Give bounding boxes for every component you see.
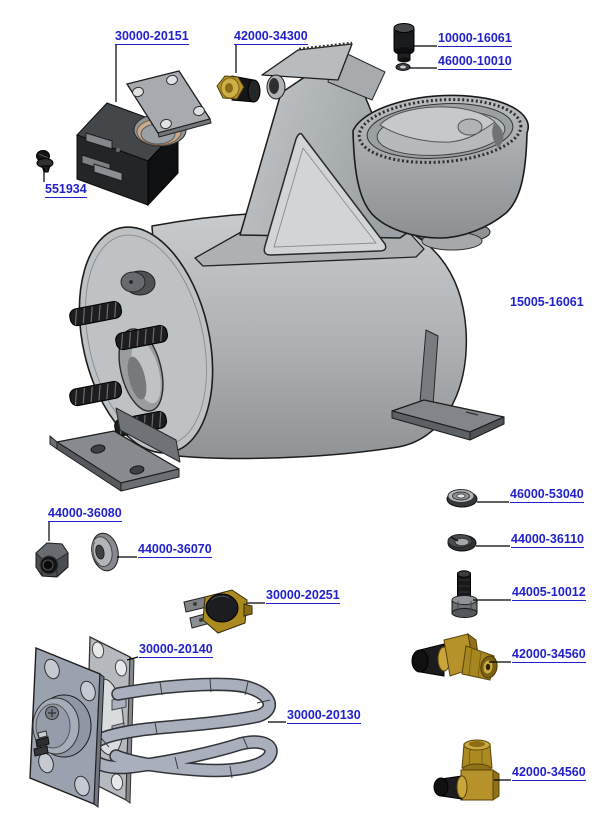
- part-label-screw[interactable]: 551934: [45, 182, 87, 198]
- thermostat-drawing: [183, 589, 253, 634]
- screw-drawing: [36, 150, 54, 173]
- bolt-drawing: [451, 570, 478, 618]
- part-label-bolt[interactable]: 44005-10012: [512, 585, 586, 601]
- part-label-intake-plug[interactable]: 42000-34300: [234, 29, 308, 45]
- flat-washer-drawing: [446, 489, 478, 508]
- part-label-cap[interactable]: 10000-16061: [438, 31, 512, 47]
- solenoid-valve-drawing: [76, 70, 212, 207]
- part-label-washer[interactable]: 44000-36070: [138, 542, 212, 558]
- part-label-thermostat[interactable]: 30000-20251: [266, 588, 340, 604]
- part-label-motor-assembly: 15005-16061: [510, 295, 584, 309]
- washer-drawing: [91, 532, 119, 572]
- part-label-flange-gasket[interactable]: 30000-20140: [139, 642, 213, 658]
- hex-nut-drawing: [35, 542, 69, 578]
- part-label-lock-washer[interactable]: 44000-36110: [511, 532, 584, 548]
- part-label-heating-element[interactable]: 30000-20130: [287, 708, 361, 724]
- part-label-elbow-horizontal[interactable]: 42000-34560: [512, 647, 586, 663]
- part-label-hex-nut[interactable]: 44000-36080: [48, 506, 122, 522]
- part-label-solenoid-valve[interactable]: 30000-20151: [115, 29, 189, 45]
- flange-plate-drawing: [29, 646, 105, 808]
- motor-assembly-drawing: [49, 41, 530, 492]
- leader-lines: [43, 45, 511, 781]
- elbow-fitting-vertical-drawing: [433, 739, 500, 801]
- small-washer-drawing: [395, 63, 411, 71]
- lock-washer-drawing: [447, 534, 477, 552]
- cap-drawing: [393, 23, 415, 63]
- part-label-flat-washer[interactable]: 46000-53040: [510, 487, 584, 503]
- intake-plug-drawing: [216, 75, 261, 103]
- heating-element-drawing: [83, 677, 278, 779]
- elbow-fitting-horizontal-drawing: [411, 632, 498, 681]
- part-label-elbow-vertical[interactable]: 42000-34560: [512, 765, 586, 781]
- part-label-small-washer[interactable]: 46000-10010: [438, 54, 512, 70]
